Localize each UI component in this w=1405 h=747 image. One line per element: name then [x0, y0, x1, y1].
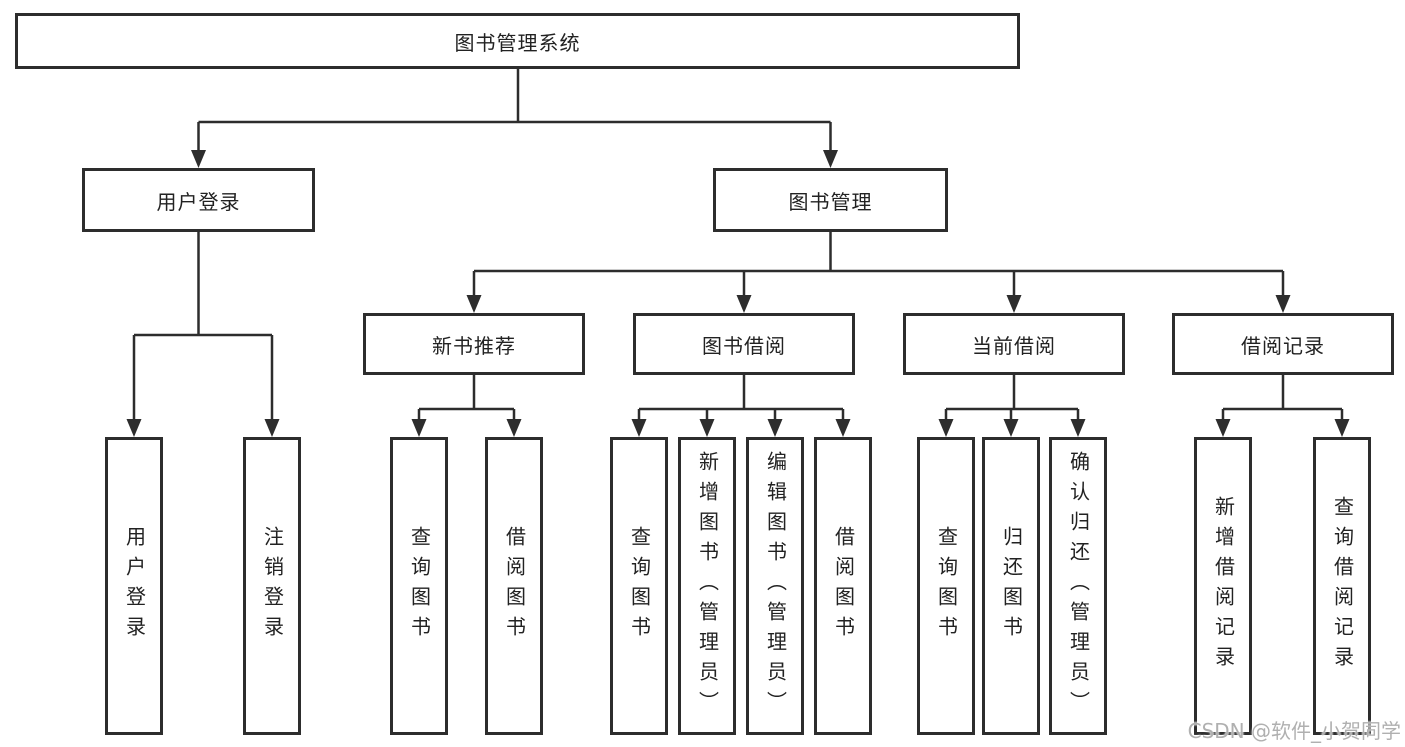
- leaf-query-books: 查询图书: [610, 437, 668, 735]
- node-book-borrowing: 图书借阅: [633, 313, 855, 375]
- leaf-add-borrow-record: 新增借阅记录: [1194, 437, 1252, 735]
- node-label: 当前借阅: [972, 333, 1056, 358]
- node-label: 借阅图书: [502, 526, 527, 646]
- node-label: 新书推荐: [432, 333, 516, 358]
- leaf-query-borrow-record: 查询借阅记录: [1313, 437, 1371, 735]
- csdn-watermark: CSDN @软件_小贺同学: [1187, 719, 1401, 743]
- node-label: 图书借阅: [702, 333, 786, 358]
- node-label: 查询借阅记录: [1330, 496, 1355, 676]
- node-book-management: 图书管理: [713, 168, 948, 232]
- node-borrowing-records: 借阅记录: [1172, 313, 1394, 375]
- leaf-query-books: 查询图书: [390, 437, 448, 735]
- node-label: 用户登录: [156, 189, 241, 214]
- node-label: 借阅记录: [1241, 333, 1325, 358]
- leaf-return-book: 归还图书: [982, 437, 1040, 735]
- leaf-confirm-return-admin: 确认归还（管理员）: [1049, 437, 1107, 735]
- leaf-add-book-admin: 新增图书（管理员）: [678, 437, 736, 735]
- node-label: 编辑图书（管理员）: [763, 451, 788, 721]
- node-user-login: 用户登录: [82, 168, 315, 232]
- node-label: 用户登录: [122, 526, 147, 646]
- node-label: 新增借阅记录: [1211, 496, 1236, 676]
- node-label: 查询图书: [627, 526, 652, 646]
- node-new-book-recommendation: 新书推荐: [363, 313, 585, 375]
- leaf-query-books: 查询图书: [917, 437, 975, 735]
- node-label: 查询图书: [934, 526, 959, 646]
- node-label: 图书管理系统: [454, 30, 581, 55]
- leaf-borrow-books: 借阅图书: [485, 437, 543, 735]
- node-library-management-system: 图书管理系统: [15, 13, 1020, 69]
- node-current-borrowing: 当前借阅: [903, 313, 1125, 375]
- connector-edges: [132, 69, 1344, 422]
- leaf-user-login: 用户登录: [105, 437, 163, 735]
- leaf-logout: 注销登录: [243, 437, 301, 735]
- leaf-borrow-books: 借阅图书: [814, 437, 872, 735]
- node-label: 新增图书（管理员）: [695, 451, 720, 721]
- node-label: 注销登录: [260, 526, 285, 646]
- leaf-edit-book-admin: 编辑图书（管理员）: [746, 437, 804, 735]
- node-label: 归还图书: [999, 526, 1024, 646]
- node-label: 图书管理: [788, 189, 873, 214]
- node-label: 查询图书: [407, 526, 432, 646]
- arrowheads: [126, 150, 1350, 437]
- node-label: 确认归还（管理员）: [1066, 451, 1091, 721]
- node-label: 借阅图书: [831, 526, 856, 646]
